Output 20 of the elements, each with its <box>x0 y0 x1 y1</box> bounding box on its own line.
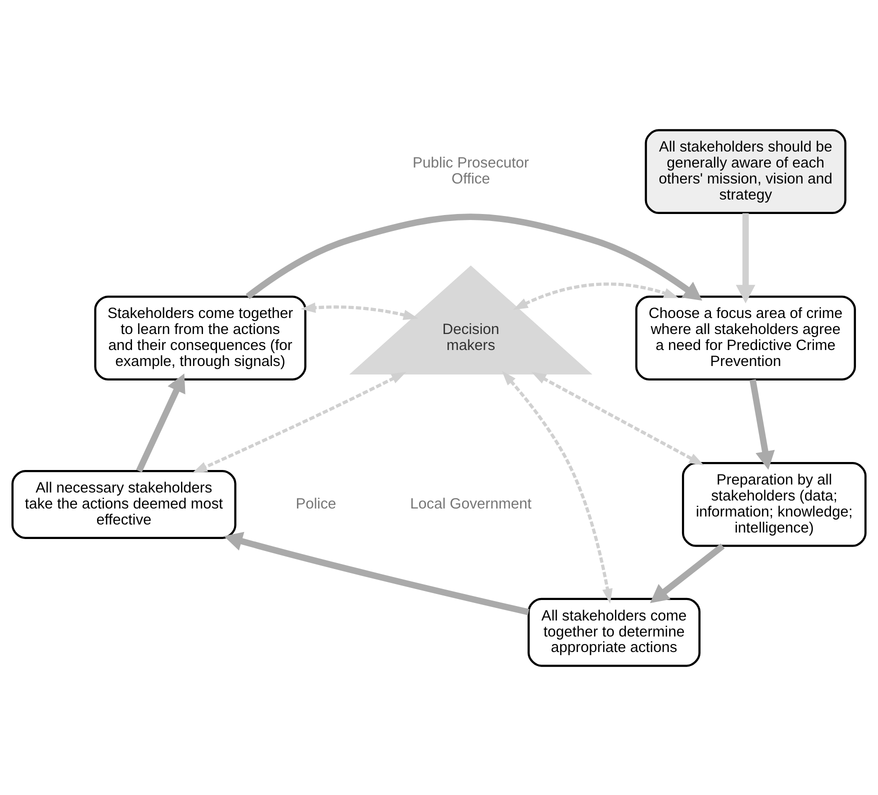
arrow <box>650 543 725 603</box>
arrow <box>224 531 530 615</box>
arrow <box>736 212 756 303</box>
arrow <box>192 371 406 472</box>
arrow <box>136 373 186 472</box>
arrow <box>531 371 704 465</box>
node-box: Preparation by all stakeholders (data; information; knowledge; intelligence) <box>682 462 867 546</box>
arrow <box>246 213 702 300</box>
node-box: All stakeholders should be generally aware of each others' mission, vision and strategy <box>644 128 846 214</box>
label: Public Prosecutor Office <box>412 155 529 187</box>
arrow <box>750 378 775 470</box>
arrow <box>300 302 418 320</box>
node-box: All necessary stakeholders take the actions deemed most effective <box>11 470 236 538</box>
arrow <box>512 282 679 310</box>
label: Local Government <box>410 496 532 512</box>
arrow <box>502 370 613 604</box>
node-box: Choose a focus area of crime where all stakeholders agree a need for Predictive Crime Prevention <box>635 295 856 380</box>
node-box: All stakeholders come together to determine appropriate actions <box>528 597 701 666</box>
label: Police <box>296 496 336 512</box>
node-box: Stakeholders come together to learn from the actions and their consequences (for example, through signals) <box>94 295 306 380</box>
